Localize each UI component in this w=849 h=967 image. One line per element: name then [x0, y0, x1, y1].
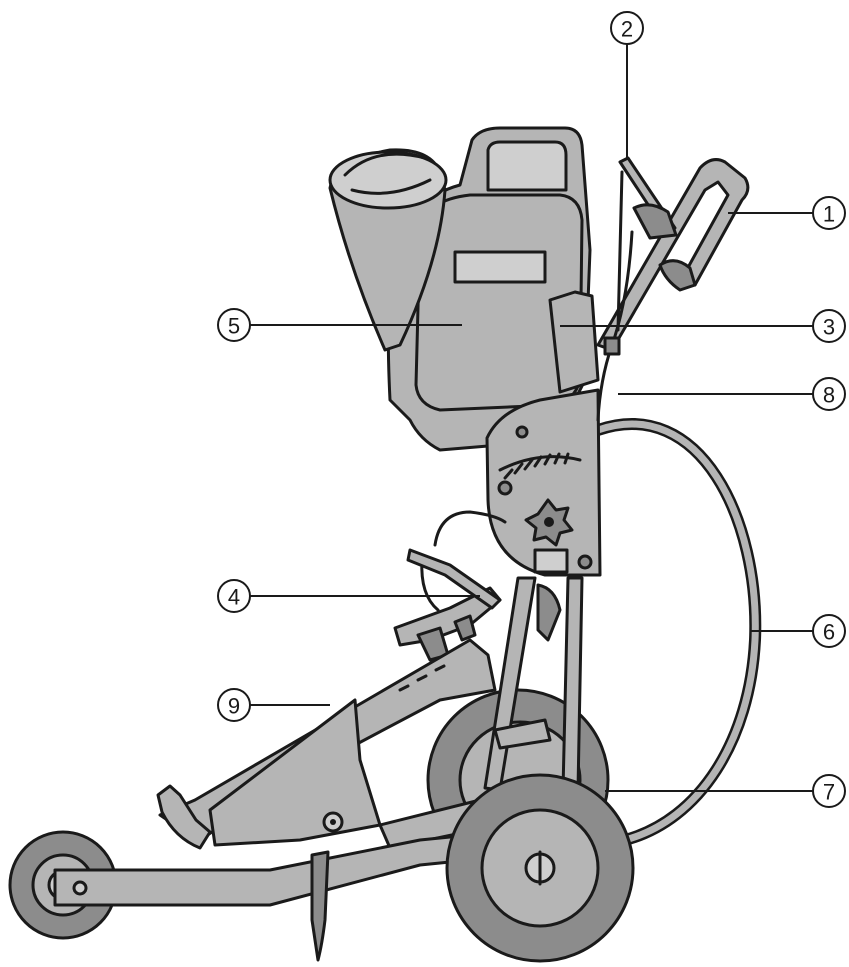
callout-3-label: 3: [823, 315, 835, 340]
callout-2: 2: [610, 11, 644, 45]
callout-4-label: 4: [228, 585, 240, 610]
tank-bracket: [485, 290, 602, 577]
hose: [592, 418, 762, 846]
callout-7-label: 7: [823, 780, 835, 805]
callout-1-label: 1: [823, 202, 835, 227]
callout-7: 7: [812, 774, 846, 808]
cable: [596, 170, 634, 422]
callout-1: 1: [812, 196, 846, 230]
leader-lines: [250, 44, 813, 792]
callout-5-label: 5: [228, 314, 240, 339]
frame-arm: [156, 638, 552, 850]
callout-8: 8: [812, 377, 846, 411]
handle: [596, 158, 750, 352]
tank-label-plate: [453, 250, 547, 284]
callout-2-label: 2: [621, 17, 633, 42]
callout-3: 3: [812, 309, 846, 343]
callout-6: 6: [812, 614, 846, 648]
callout-5: 5: [217, 308, 251, 342]
tow-bar: [53, 833, 472, 962]
paint-tank: [328, 126, 592, 452]
spray-gun-holder: [393, 510, 562, 662]
callout-9: 9: [217, 688, 251, 722]
callout-6-label: 6: [823, 620, 835, 645]
callout-9-label: 9: [228, 694, 240, 719]
main-wheel: [445, 773, 635, 963]
callout-4: 4: [217, 579, 251, 613]
cable-lever: [618, 156, 678, 240]
callout-8-label: 8: [823, 383, 835, 408]
